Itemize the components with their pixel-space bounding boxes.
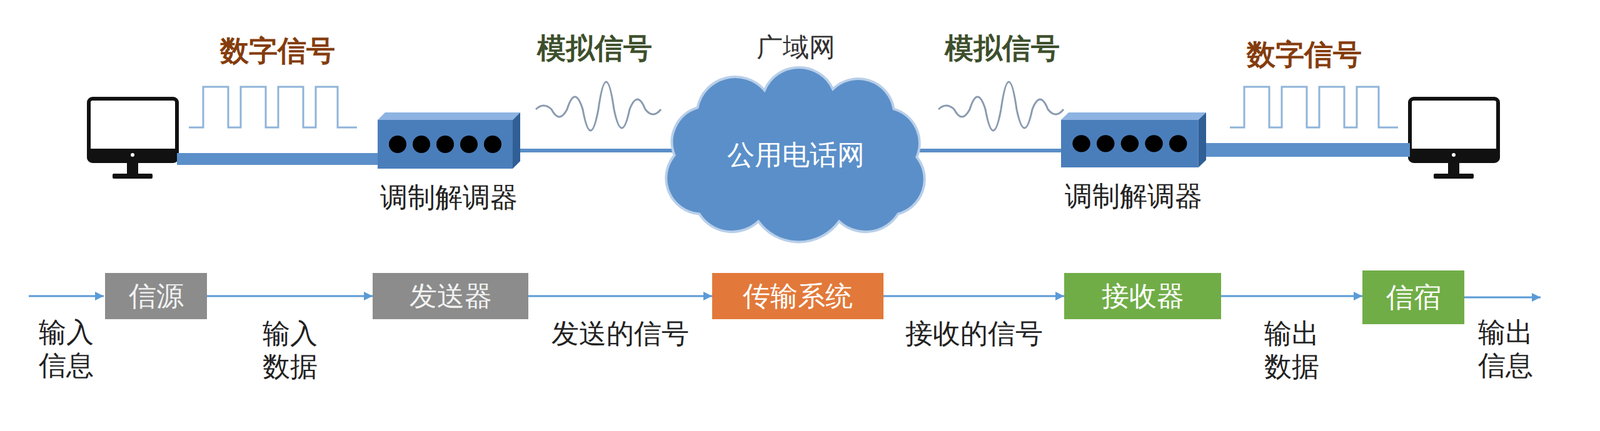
modem-light bbox=[1121, 135, 1139, 152]
flow-connector bbox=[1221, 295, 1363, 298]
process-box: 发送器 bbox=[372, 273, 529, 320]
cloud-outline bbox=[665, 67, 925, 242]
process-box: 接收器 bbox=[1064, 273, 1222, 320]
digital-waveform bbox=[188, 86, 358, 128]
modem-light bbox=[388, 135, 407, 154]
signal-label: 模拟信号 bbox=[944, 31, 1060, 66]
output-arrow bbox=[1464, 296, 1541, 299]
signal-label: 数字信号 bbox=[1246, 37, 1362, 72]
computer-icon bbox=[1409, 98, 1499, 179]
edge-label: 接收的信号 bbox=[905, 317, 1043, 351]
flow-connector bbox=[520, 148, 685, 153]
modem-light bbox=[460, 135, 478, 154]
box-label: 信源 bbox=[128, 280, 184, 314]
modem-side bbox=[512, 112, 521, 169]
process-box: 信宿 bbox=[1362, 270, 1465, 325]
flow-connector bbox=[907, 148, 1062, 153]
node-caption: 调制解调器 bbox=[380, 181, 518, 215]
box-label: 发送器 bbox=[409, 280, 493, 314]
modem-front bbox=[1061, 120, 1199, 168]
computer-icon bbox=[88, 98, 177, 179]
modem-icon bbox=[1061, 112, 1207, 168]
modem-box: 调制解调器 bbox=[377, 112, 521, 169]
network-cloud: 广域网公用电话网 bbox=[652, 65, 939, 246]
modem-front bbox=[377, 120, 513, 169]
edge-label: 输出 数据 bbox=[1259, 317, 1324, 384]
cable-bar bbox=[176, 153, 379, 166]
box-label: 传输系统 bbox=[742, 280, 853, 314]
edge-label: 输入 数据 bbox=[258, 317, 322, 384]
modem-light bbox=[1144, 135, 1163, 152]
modem-light bbox=[1072, 135, 1090, 152]
flow-label: 输出 信息 bbox=[1473, 316, 1537, 383]
modem-light bbox=[412, 135, 431, 154]
modem-icon bbox=[377, 112, 521, 169]
node-caption: 调制解调器 bbox=[1064, 180, 1203, 214]
flow-connector bbox=[528, 295, 713, 298]
modem-light bbox=[436, 135, 454, 154]
flow-connector bbox=[883, 295, 1065, 298]
signal-label: 数字信号 bbox=[220, 33, 336, 69]
analog-waveform bbox=[535, 81, 661, 131]
cable-bar bbox=[1205, 143, 1410, 157]
box-label: 接收器 bbox=[1101, 280, 1185, 314]
modem-light bbox=[1096, 135, 1115, 152]
modem-light bbox=[1169, 135, 1187, 152]
analog-waveform bbox=[938, 81, 1064, 131]
modem-side bbox=[1198, 112, 1207, 168]
input-arrow bbox=[28, 295, 104, 298]
modem-box: 调制解调器 bbox=[1061, 112, 1207, 168]
cloud-heading: 广域网 bbox=[756, 31, 836, 64]
flow-connector bbox=[206, 295, 373, 298]
digital-waveform bbox=[1229, 86, 1399, 128]
modem-light bbox=[483, 135, 502, 154]
flow-label: 输入 信息 bbox=[34, 316, 98, 383]
edge-label: 发送的信号 bbox=[551, 317, 690, 351]
signal-label: 模拟信号 bbox=[537, 31, 653, 66]
process-box: 传输系统 bbox=[712, 273, 884, 320]
box-label: 信宿 bbox=[1386, 281, 1442, 315]
modem-label: 调制解调器 bbox=[1064, 180, 1203, 214]
cloud-label: 公用电话网 bbox=[727, 138, 865, 172]
process-box: 信源 bbox=[105, 273, 207, 320]
modem-top bbox=[1061, 112, 1207, 121]
modem-label: 调制解调器 bbox=[380, 181, 518, 215]
modem-top bbox=[377, 112, 521, 121]
